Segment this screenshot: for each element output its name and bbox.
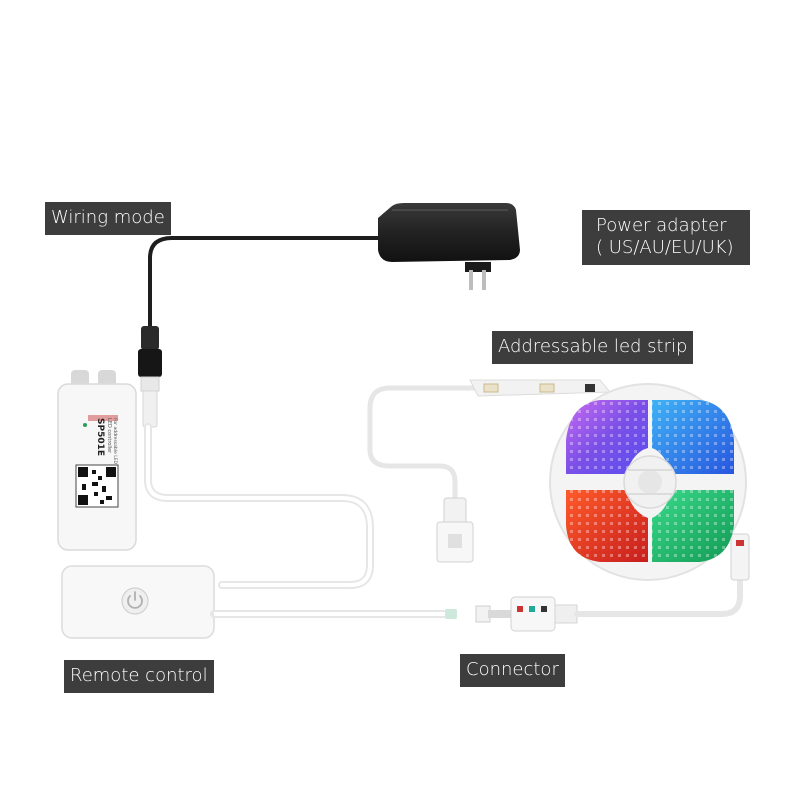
controller-cable xyxy=(144,423,374,589)
dc-plug xyxy=(138,326,162,428)
strip-end-connector xyxy=(436,497,474,563)
strip-connector xyxy=(475,596,578,632)
remote-control xyxy=(61,565,215,639)
led-reel xyxy=(549,383,747,581)
connector-label: Connector xyxy=(460,654,565,687)
controller-model: SP501E xyxy=(95,418,105,456)
power-icon xyxy=(127,591,143,609)
power-adapter xyxy=(378,203,520,290)
wiring-mode-label: Wiring mode xyxy=(45,202,171,235)
remote-control-label: Remote control xyxy=(64,660,214,693)
qr-code-icon xyxy=(78,467,116,505)
power-cable xyxy=(148,236,382,332)
power-adapter-label: Power adapter ( US/AU/EU/UK) xyxy=(582,210,750,265)
controller-subtitle: LED controller xyxy=(106,418,112,454)
controller-subtitle-2: For addressable LED xyxy=(112,418,118,465)
bluetooth-controller xyxy=(57,370,137,551)
strip-lead-cable xyxy=(367,385,481,503)
addressable-strip-label: Addressable led strip xyxy=(492,331,694,364)
led-strip-segment xyxy=(469,379,612,397)
